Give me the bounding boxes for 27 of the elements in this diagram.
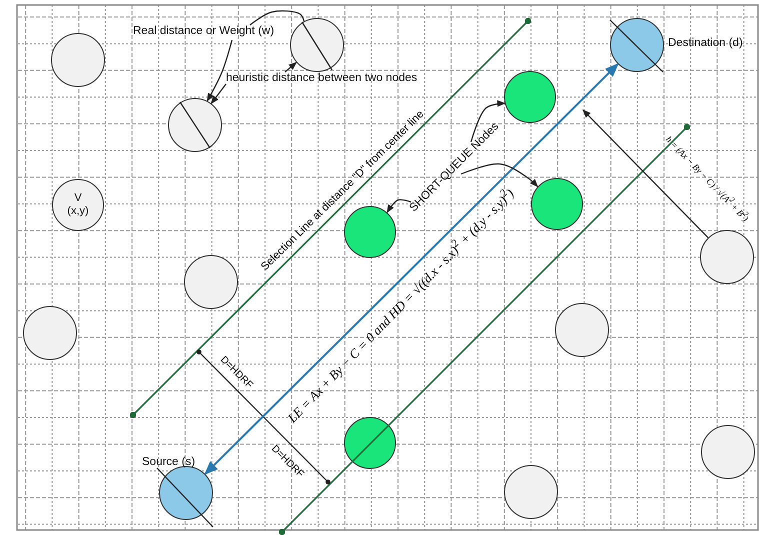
node-caption: Source (s) xyxy=(142,456,196,470)
node-circle xyxy=(184,255,238,309)
node-circle xyxy=(701,425,755,479)
node-caption: Destination (d) xyxy=(668,37,743,51)
node-circle xyxy=(52,179,104,231)
leader-arrow xyxy=(460,163,538,188)
node-circle xyxy=(700,230,754,284)
node-circle xyxy=(344,417,396,469)
node-circle xyxy=(555,303,609,357)
arrow xyxy=(582,109,709,238)
leader-arrow xyxy=(470,100,506,142)
arrow xyxy=(204,63,619,475)
leader-arrow xyxy=(206,40,233,102)
node-circle xyxy=(159,466,213,520)
leader-arrow xyxy=(210,84,226,104)
node-circle xyxy=(51,33,105,87)
leader-arrow xyxy=(386,199,412,214)
node-circle xyxy=(531,178,583,230)
node-circle xyxy=(504,465,558,519)
callout-text: Real distance or Weight (w) xyxy=(133,25,274,39)
callout-text: heuristic distance between two nodes xyxy=(226,72,418,86)
node-label: V (x,y) xyxy=(66,192,90,218)
node-circle xyxy=(504,71,556,123)
node-circle xyxy=(23,306,77,360)
node-circle xyxy=(290,18,344,72)
node-circle xyxy=(168,98,222,152)
leader-arrow xyxy=(284,62,297,72)
